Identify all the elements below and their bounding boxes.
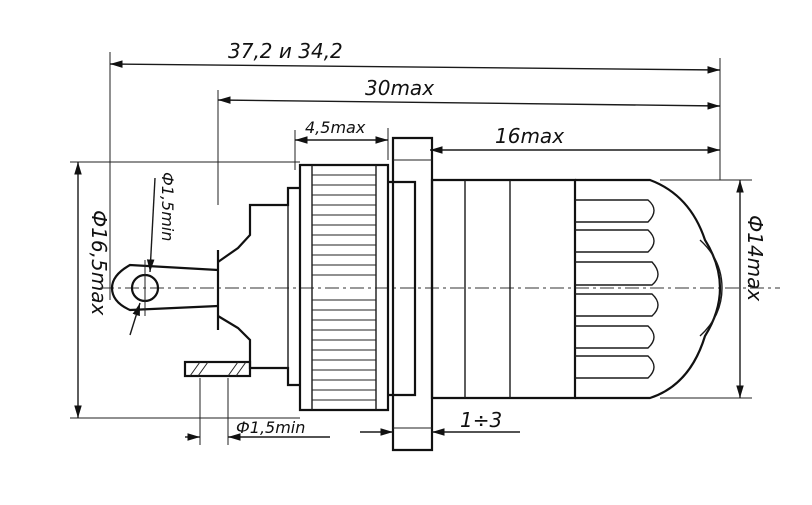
dim-overall-length: 37,2 и 34,2 [109, 39, 721, 300]
lens-cap [430, 178, 723, 400]
bottom-terminal: Ф1,5min [183, 360, 330, 445]
panel-thickness-label: 1÷3 [460, 408, 502, 432]
ring-width-label: 4,5max [305, 118, 366, 137]
hole-top-label: Ф1,5min [158, 172, 177, 241]
dim-cap-diameter: Ф14max [660, 179, 767, 399]
body-length-label: 30max [365, 76, 434, 100]
dim-ring-width: 4,5max [294, 118, 389, 170]
dim-panel-thickness: 1÷3 [360, 408, 520, 436]
knurled-ring [298, 163, 390, 412]
cap-length-label: 16max [495, 124, 564, 148]
dim-body-length: 30max [217, 76, 721, 205]
overall-length-label: 37,2 и 34,2 [228, 39, 343, 63]
panel-nut [388, 136, 434, 452]
rear-housing [216, 186, 300, 387]
hole-bottom-label: Ф1,5min [236, 418, 305, 437]
dim-cap-length: 16max [430, 124, 720, 154]
top-solder-lug: Ф1,5min [110, 172, 219, 336]
body-diameter-label: Ф16,5max [87, 210, 111, 315]
dim-body-diameter: Ф16,5max [70, 161, 300, 419]
cap-diameter-label: Ф14max [743, 215, 767, 301]
